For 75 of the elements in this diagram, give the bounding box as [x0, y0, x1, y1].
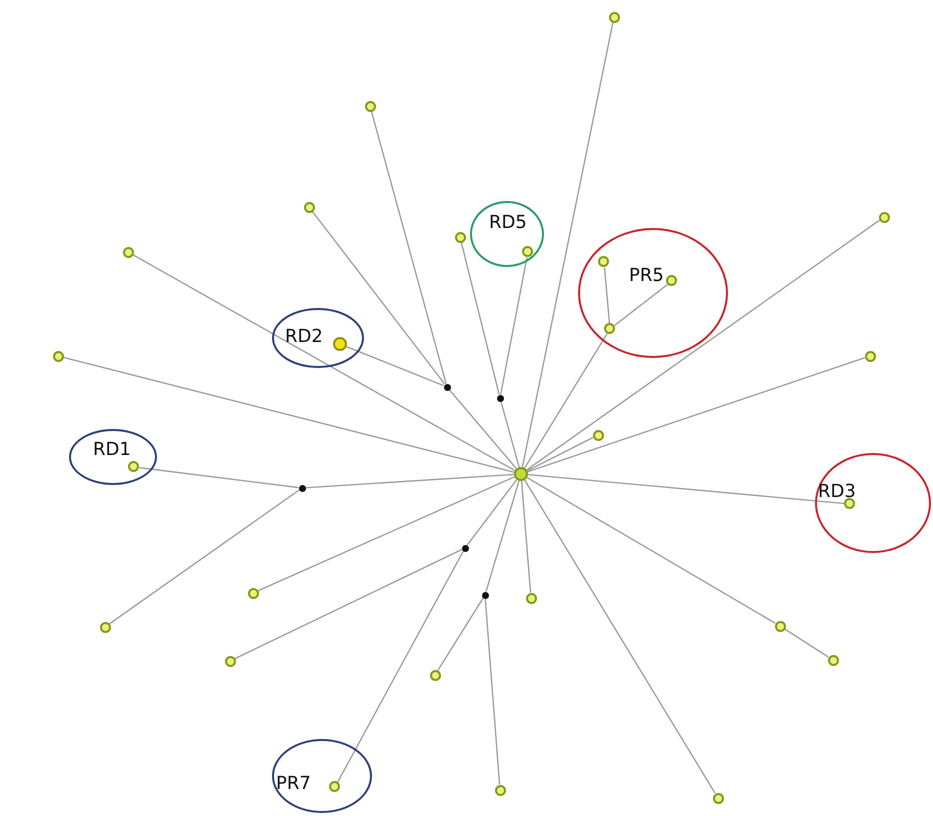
- branch-line: [522, 22, 614, 468]
- internal-node: [462, 544, 468, 552]
- branch-line: [305, 474, 514, 488]
- highlight-ellipse: [272, 739, 372, 813]
- leaf-node: [52, 350, 64, 362]
- leaf-node: [454, 232, 466, 242]
- leaf-node: [364, 100, 376, 112]
- leaf-node: [712, 792, 724, 804]
- group-label: RD3: [818, 483, 856, 501]
- branch-line: [448, 389, 517, 470]
- branch-line: [524, 333, 608, 468]
- group-label: PR7: [276, 775, 311, 793]
- highlight-ellipse: [578, 228, 728, 358]
- branch-line: [528, 474, 845, 504]
- leaf-node: [522, 246, 533, 257]
- leaf-node: [329, 781, 340, 792]
- branch-line: [370, 111, 447, 384]
- leaf-node: [666, 275, 677, 286]
- leaf-node: [592, 430, 604, 440]
- highlight-ellipse: [815, 453, 931, 553]
- central-node: [514, 467, 528, 481]
- branch-line: [527, 357, 865, 472]
- branch-line: [485, 480, 520, 592]
- branch-line: [109, 489, 300, 624]
- branch-line: [604, 267, 610, 324]
- branch-line: [520, 480, 532, 593]
- leaf-node: [122, 246, 134, 258]
- leaf-node: [304, 202, 314, 212]
- branch-line: [337, 550, 464, 782]
- internal-node: [482, 592, 488, 598]
- leaf-node: [100, 622, 110, 632]
- leaf-node: [774, 620, 786, 632]
- highlight-ellipse: [69, 429, 157, 485]
- branch-line: [466, 479, 518, 546]
- group-label: RD5: [489, 214, 527, 232]
- branch-line: [500, 257, 528, 395]
- leaf-node: [248, 588, 258, 598]
- leaf-node: [224, 656, 236, 666]
- leaf-node: [828, 654, 838, 666]
- branch-line: [132, 254, 516, 472]
- internal-node: [496, 394, 504, 402]
- branch-line: [784, 628, 829, 658]
- leaf-node: [494, 784, 506, 796]
- leaf-node: [844, 498, 855, 509]
- branch-line: [526, 220, 880, 470]
- internal-node: [444, 384, 450, 390]
- branch-line: [312, 210, 446, 385]
- group-label: RD2: [285, 328, 323, 346]
- branch-line: [139, 467, 299, 488]
- leaf-node: [526, 592, 536, 604]
- branch-line: [234, 548, 462, 660]
- leaf-node: [128, 461, 139, 472]
- branch-line: [346, 346, 444, 386]
- leaf-node: [878, 212, 890, 222]
- leaf-node: [598, 256, 609, 267]
- group-label: PR5: [629, 267, 664, 285]
- branch-line: [526, 476, 776, 624]
- highlight-ellipse: [470, 201, 544, 267]
- branch-line: [500, 401, 520, 468]
- branch-line: [484, 598, 500, 785]
- leaf-node: [864, 350, 876, 362]
- internal-node: [298, 484, 306, 492]
- leaf-node: [332, 336, 346, 350]
- leaf-node: [608, 12, 620, 22]
- branch-line: [526, 436, 594, 472]
- leaf-node: [430, 670, 440, 680]
- branch-line: [437, 598, 484, 671]
- branch-line: [614, 284, 668, 326]
- leaf-node: [604, 323, 615, 334]
- branch-line: [460, 242, 500, 395]
- group-label: RD1: [93, 441, 131, 459]
- branch-line: [258, 476, 515, 592]
- branch-line: [524, 480, 716, 794]
- highlight-ellipse: [272, 308, 364, 368]
- branch-line: [63, 356, 514, 473]
